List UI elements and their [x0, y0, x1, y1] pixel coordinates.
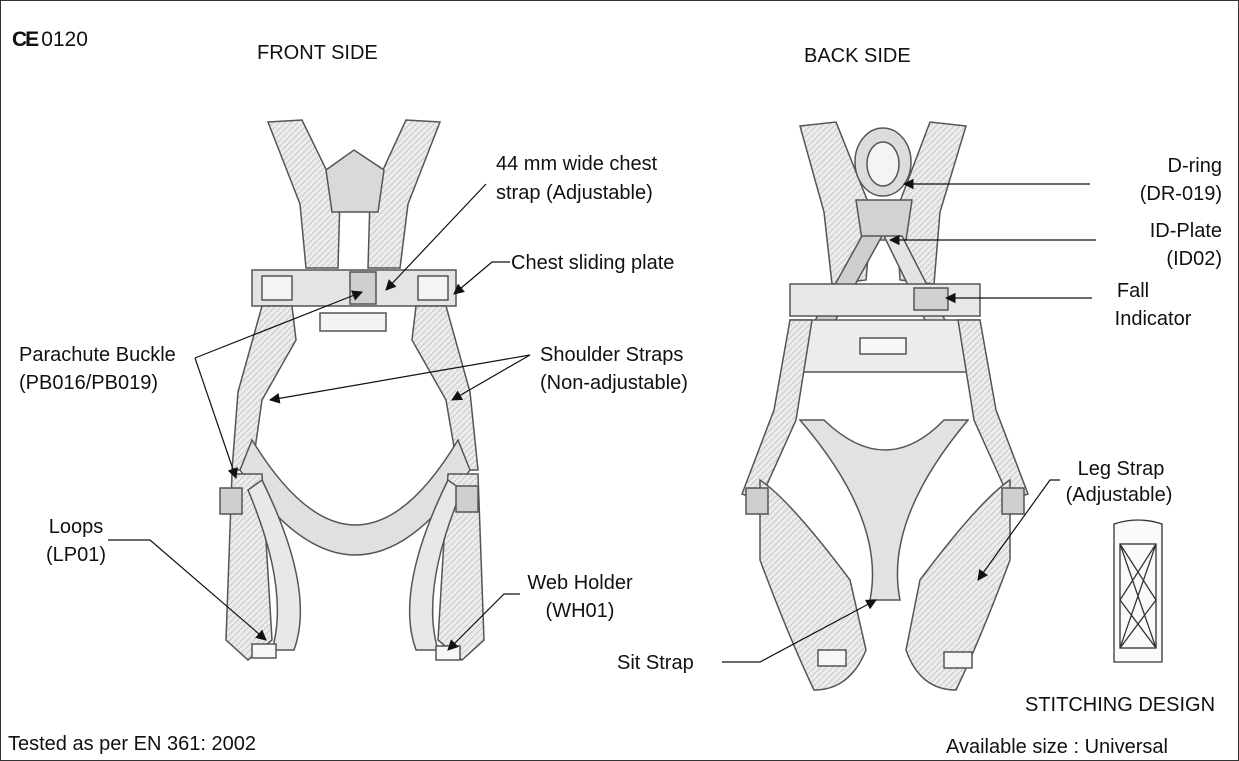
available-size-note: Available size : Universal: [946, 736, 1168, 758]
label-chest-strap-line2: strap (Adjustable): [496, 182, 653, 204]
label-id-plate-line1: ID-Plate: [1090, 220, 1222, 242]
label-web-holder-line1: Web Holder: [520, 572, 640, 594]
label-leg-strap-line2: (Adjustable): [1052, 484, 1186, 506]
label-chest-strap-line1: 44 mm wide chest: [496, 153, 657, 175]
back-fall-indicator: [914, 288, 948, 310]
back-id-plate: [856, 200, 912, 240]
front-parachute-buckle: [350, 272, 376, 304]
notified-body-number: 0120: [41, 28, 88, 51]
label-parachute-buckle-line1: Parachute Buckle: [19, 344, 176, 366]
label-loops-line2: (LP01): [40, 544, 112, 566]
label-d-ring-line1: D-ring: [1090, 155, 1222, 177]
front-back-plate: [326, 150, 384, 212]
label-id-plate-line2: (ID02): [1090, 248, 1222, 270]
stitching-design-graphic: [1114, 520, 1162, 662]
tested-standard-note: Tested as per EN 361: 2002: [8, 733, 256, 755]
label-web-holder-line2: (WH01): [520, 600, 640, 622]
leader-chest-plate: [454, 262, 510, 294]
title-front-side: FRONT SIDE: [257, 42, 378, 64]
label-fall-indicator-line2: Indicator: [1096, 308, 1210, 330]
front-harness-drawing: [220, 120, 484, 660]
stitching-design-caption: STITCHING DESIGN: [1025, 694, 1215, 716]
label-leg-strap-line1: Leg Strap: [1056, 458, 1186, 480]
back-chest-belt: [790, 284, 980, 316]
label-chest-sliding-plate: Chest sliding plate: [511, 252, 674, 274]
label-parachute-buckle-line2: (PB016/PB019): [19, 372, 158, 394]
label-shoulder-straps-line1: Shoulder Straps: [540, 344, 683, 366]
title-back-side: BACK SIDE: [804, 45, 911, 67]
front-label-patch: [320, 313, 386, 331]
front-right-torso-strap: [412, 306, 478, 470]
label-fall-indicator-line1: Fall: [1088, 280, 1178, 302]
ce-mark-logo: CE: [12, 28, 37, 51]
back-left-leg-strap: [760, 480, 866, 690]
label-shoulder-straps-line2: (Non-adjustable): [540, 372, 688, 394]
label-sit-strap: Sit Strap: [617, 652, 694, 674]
back-harness-drawing: [742, 122, 1028, 690]
label-loops-line1: Loops: [40, 516, 112, 538]
leader-buckle-lower: [195, 358, 236, 478]
label-d-ring-line2: (DR-019): [1090, 183, 1222, 205]
